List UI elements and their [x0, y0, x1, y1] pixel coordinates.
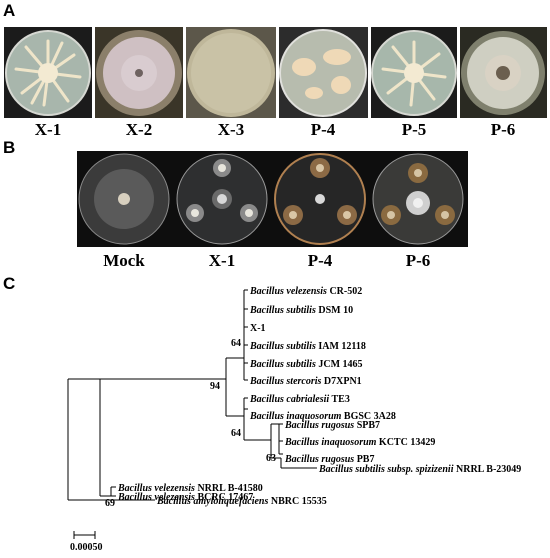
bootstrap-value: 64: [231, 428, 241, 439]
plate-label-a-3: X-3: [217, 120, 245, 139]
plate-p-5-graphic: [371, 30, 457, 116]
taxon-label: Bacillus subtilis DSM 10: [249, 305, 353, 316]
taxon-label: Bacillus cabrialesii TE3: [249, 394, 350, 405]
plate-label-b-4: P-6: [405, 251, 431, 270]
plate-photo-x-1: [4, 27, 92, 118]
plate-label-a-6: P-6: [490, 120, 516, 139]
plate-p-6-graphic: [461, 31, 545, 115]
plate-photo-b-strip: [77, 151, 468, 247]
plate-x-1-graphic: [5, 30, 91, 116]
plate-photo-p-5: [371, 27, 457, 118]
panel-a-letter: A: [3, 1, 16, 20]
bootstrap-value: 63: [266, 453, 276, 464]
plate-photo-p-4: [279, 27, 368, 118]
phylogenetic-tree: Bacillus velezensis CR-502 Bacillus subt…: [67, 286, 521, 553]
bootstrap-values: 64 94 64 63 69: [105, 338, 276, 509]
plate-label-a-1: X-1: [34, 120, 62, 139]
plate-p-4-graphic: [279, 29, 367, 117]
plate-label-a-4: P-4: [310, 120, 336, 139]
plate-label-a-2: X-2: [125, 120, 153, 139]
taxon-label: Bacillus stercoris D7XPN1: [249, 376, 362, 387]
taxon-label: Bacillus rugosus SPB7: [284, 420, 380, 431]
taxon-label: X-1: [250, 323, 266, 334]
scale-bar-label: 0.00050: [70, 542, 103, 553]
taxon-label: Bacillus velezensis CR-502: [249, 286, 362, 297]
plate-x-2-graphic: [96, 30, 182, 116]
taxon-label: Bacillus amyloliquefaciens NBRC 15535: [156, 496, 327, 507]
plate-label-b-1: Mock: [103, 251, 145, 270]
panel-c-letter: C: [3, 274, 16, 293]
plate-label-b-2: X-1: [208, 251, 236, 270]
taxon-label: Bacillus inaquosorum KCTC 13429: [284, 437, 435, 448]
plate-x-3-graphic: [187, 29, 275, 117]
plate-label-b-3: P-4: [307, 251, 333, 270]
bootstrap-value: 69: [105, 498, 115, 509]
taxon-label: Bacillus rugosus PB7: [284, 454, 374, 465]
plate-photo-p-6: [460, 27, 547, 118]
tree-branches: [67, 289, 317, 539]
plate-photo-x-2: [95, 27, 183, 118]
bootstrap-value: 94: [210, 381, 220, 392]
taxon-label: Bacillus inaquosorum BGSC 3A28: [249, 411, 396, 422]
taxon-label: Bacillus velezensis NRRL B-41580: [117, 483, 263, 494]
taxa-labels: Bacillus velezensis CR-502 Bacillus subt…: [117, 286, 521, 507]
plate-label-a-5: P-5: [401, 120, 427, 139]
dual-culture-graphic: [78, 153, 464, 245]
taxon-label: Bacillus subtilis IAM 12118: [249, 341, 366, 352]
taxon-label: Bacillus subtilis JCM 1465: [249, 359, 363, 370]
plate-photo-x-3: [186, 27, 276, 118]
taxon-label: Bacillus subtilis subsp. spizizenii NRRL…: [318, 464, 521, 475]
panel-b-letter: B: [3, 138, 16, 157]
taxon-label: Bacillus velezensis BCRC 17467: [117, 492, 253, 503]
bootstrap-value: 64: [231, 338, 241, 349]
